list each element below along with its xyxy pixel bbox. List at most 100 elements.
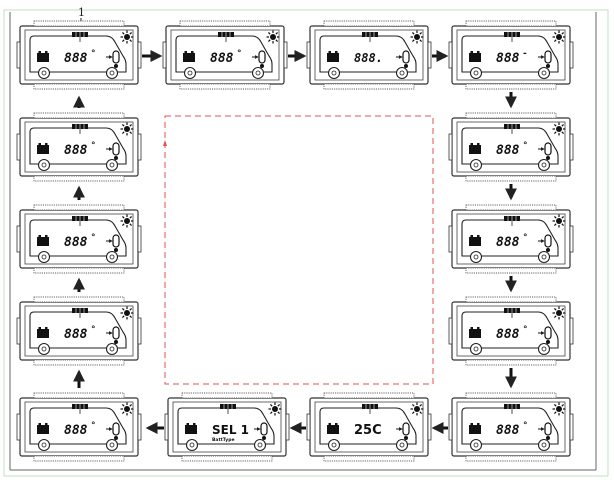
load-icon xyxy=(260,422,268,436)
pin-strip-bottom xyxy=(465,359,557,366)
load-icon xyxy=(544,234,552,248)
segment-readout: 888 xyxy=(64,51,88,66)
battery-icon xyxy=(37,145,49,154)
battery-terminal xyxy=(38,51,41,53)
wheel-rear xyxy=(469,66,483,80)
wheel-rear xyxy=(327,438,341,452)
housing-tab xyxy=(164,413,169,441)
pin-strip-top xyxy=(33,296,125,303)
wheel-hub xyxy=(541,254,547,260)
wheel-rear xyxy=(37,250,51,264)
housing-tab xyxy=(427,41,432,69)
battery-terminal xyxy=(45,423,48,425)
load-icon xyxy=(402,422,410,436)
segment-readout: 888 xyxy=(64,423,88,438)
battery-icon xyxy=(469,425,481,434)
battery-terminal xyxy=(328,423,331,425)
wheel-front xyxy=(251,66,265,80)
battery-terminal xyxy=(470,423,473,425)
battery-icon xyxy=(37,53,49,62)
wheel-hub xyxy=(109,254,115,260)
rv-outline xyxy=(461,311,559,349)
housing-tab xyxy=(569,413,574,441)
readout-suffix: ° xyxy=(91,233,96,243)
battery-terminal xyxy=(470,235,473,237)
wheel-hub xyxy=(41,162,47,168)
wheel-hub xyxy=(541,346,547,352)
readout-suffix: ° xyxy=(91,141,96,151)
wheel-hub xyxy=(399,442,405,448)
wheel-rear xyxy=(183,66,197,80)
lcd-screen: 888. xyxy=(306,20,432,90)
wheel-front xyxy=(105,438,119,452)
wheel-hub xyxy=(187,70,193,76)
wheel-front xyxy=(395,438,409,452)
wheel-hub xyxy=(41,442,47,448)
pin-strip-top xyxy=(33,112,125,119)
pin-strip-bottom xyxy=(33,455,125,462)
lcd-screen: 888° xyxy=(448,296,574,366)
housing-tab xyxy=(427,413,432,441)
housing-tab xyxy=(16,41,21,69)
lcd-screen: 888° xyxy=(448,112,574,182)
pin-strip-bottom xyxy=(465,455,557,462)
housing-tab xyxy=(16,413,21,441)
housing-tab xyxy=(162,41,167,69)
battery-icon xyxy=(37,329,49,338)
wheel-hub xyxy=(109,70,115,76)
lcd-screen: 888° xyxy=(16,296,142,366)
wheel-hub xyxy=(473,346,479,352)
battery-terminal xyxy=(45,143,48,145)
pin-strip-bottom xyxy=(323,455,415,462)
pin-strip-top xyxy=(465,112,557,119)
pin-strip-top xyxy=(465,204,557,211)
lcd-screen: 888° xyxy=(162,20,288,90)
pin-strip-top xyxy=(33,392,125,399)
wheel-front xyxy=(537,250,551,264)
battery-terminal xyxy=(335,51,338,53)
rv-outline xyxy=(175,35,273,73)
pin-strip-top xyxy=(181,392,273,399)
sun-icon xyxy=(120,30,134,44)
wheel-hub xyxy=(41,254,47,260)
wheel-front xyxy=(395,66,409,80)
readout-suffix: ° xyxy=(237,49,242,59)
dashed-region xyxy=(164,115,434,385)
battery-terminal xyxy=(335,423,338,425)
segment-readout: 888 xyxy=(64,143,88,158)
sun-icon xyxy=(410,30,424,44)
sun-icon xyxy=(552,306,566,320)
battery-terminal xyxy=(477,327,480,329)
housing-tab xyxy=(16,133,21,161)
battery-icon xyxy=(327,425,339,434)
battery-icon xyxy=(185,425,197,434)
housing-tab xyxy=(137,41,142,69)
wheel-hub xyxy=(541,162,547,168)
pin-strip-bottom xyxy=(33,359,125,366)
housing-tab xyxy=(283,41,288,69)
readout-suffix: ° xyxy=(91,49,96,59)
sun-icon xyxy=(410,402,424,416)
load-icon xyxy=(112,234,120,248)
wheel-rear xyxy=(469,158,483,172)
battery-terminal xyxy=(38,235,41,237)
wheel-hub xyxy=(473,442,479,448)
lcd-screen: 25C xyxy=(306,392,432,462)
readout-suffix: ° xyxy=(523,421,528,431)
battery-terminal xyxy=(186,423,189,425)
housing-tab xyxy=(285,413,290,441)
wheel-front xyxy=(253,438,267,452)
wheel-rear xyxy=(37,438,51,452)
pin-strip-top xyxy=(465,20,557,27)
load-base xyxy=(114,340,118,344)
housing-tab xyxy=(448,133,453,161)
lcd-screen: 888- xyxy=(448,20,574,90)
rv-outline xyxy=(461,127,559,165)
pin-strip-bottom xyxy=(465,83,557,90)
wheel-front xyxy=(537,438,551,452)
load-base xyxy=(546,340,550,344)
readout-suffix: - xyxy=(523,49,527,59)
rv-outline xyxy=(319,35,417,73)
sun-icon xyxy=(120,402,134,416)
